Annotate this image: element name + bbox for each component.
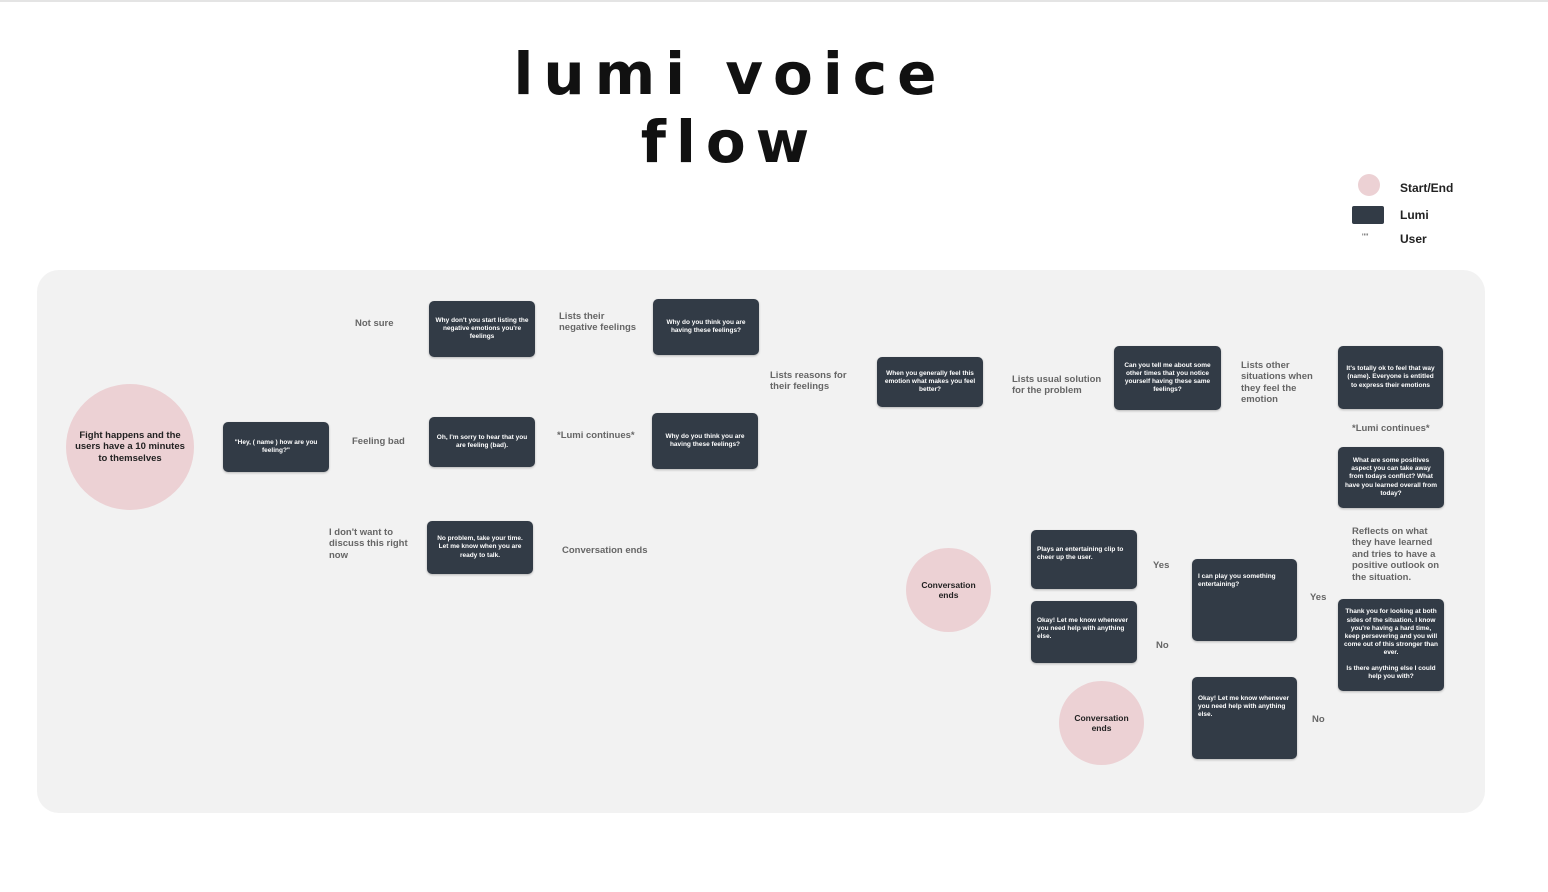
totally-ok-box: It's totally ok to feel that way (name).… — [1338, 346, 1443, 409]
label-yes-2: Yes — [1310, 592, 1327, 603]
okay-let-me-know-box-1: Okay! Let me know whenever you need help… — [1031, 601, 1137, 663]
no-problem-box: No problem, take your time. Let me know … — [427, 521, 533, 574]
top-divider — [0, 0, 1548, 2]
label-no-1: No — [1156, 640, 1169, 651]
label-yes-1: Yes — [1153, 560, 1170, 571]
why-feelings-box-1: Why do you think you are having these fe… — [653, 299, 759, 355]
label-reflects: Reflects on what they have learned and t… — [1352, 526, 1440, 583]
label-conversation-ends: Conversation ends — [562, 545, 648, 556]
label-lists-other: Lists other situations when they feel th… — [1241, 360, 1313, 406]
sorry-bad-box: Oh, I'm sorry to hear that you are feeli… — [429, 417, 535, 467]
legend-lumi: Lumi — [1350, 204, 1510, 224]
conversation-ends-circle-1: Conversation ends — [906, 548, 991, 632]
label-not-sure: Not sure — [355, 318, 394, 329]
conversation-ends-circle-2: Conversation ends — [1059, 681, 1144, 765]
legend: Start/End Lumi "" User — [1350, 170, 1510, 260]
legend-start-end: Start/End — [1350, 172, 1510, 196]
label-lists-negative: Lists their negative feelings — [559, 311, 637, 334]
okay-let-me-know-box-2: Okay! Let me know whenever you need help… — [1192, 677, 1297, 759]
other-times-box: Can you tell me about some other times t… — [1114, 346, 1221, 410]
label-feeling-bad: Feeling bad — [352, 436, 405, 447]
legend-quote-symbol: "" — [1362, 232, 1369, 242]
what-makes-better-box: When you generally feel this emotion wha… — [877, 357, 983, 407]
label-lists-solution: Lists usual solution for the problem — [1012, 374, 1102, 397]
legend-lumi-label: Lumi — [1400, 208, 1429, 222]
legend-user: "" User — [1350, 232, 1510, 252]
label-dont-want: I don't want to discuss this right now — [329, 527, 408, 561]
page-title: lumi voice flow — [513, 40, 947, 176]
label-lumi-continues-2: *Lumi continues* — [1352, 423, 1430, 434]
thank-you-box: Thank you for looking at both sides of t… — [1338, 599, 1444, 691]
greeting-box: "Hey, ( name ) how are you feeling?" — [223, 422, 329, 472]
label-lists-reasons: Lists reasons for their feelings — [770, 370, 847, 393]
start-circle: Fight happens and the users have a 10 mi… — [66, 384, 194, 510]
label-lumi-continues-1: *Lumi continues* — [557, 430, 635, 441]
label-no-2: No — [1312, 714, 1325, 725]
legend-user-label: User — [1400, 232, 1427, 246]
start-listing-box: Why don't you start listing the negative… — [429, 301, 535, 357]
legend-circle-symbol — [1358, 174, 1380, 196]
plays-clip-box: Plays an entertaining clip to cheer up t… — [1031, 530, 1137, 589]
positives-box: What are some positives aspect you can t… — [1338, 447, 1444, 508]
legend-start-end-label: Start/End — [1400, 181, 1454, 195]
why-feelings-box-2: Why do you think you are having these fe… — [652, 413, 758, 469]
play-entertaining-box: I can play you something entertaining? — [1192, 559, 1297, 641]
legend-box-symbol — [1352, 206, 1384, 224]
